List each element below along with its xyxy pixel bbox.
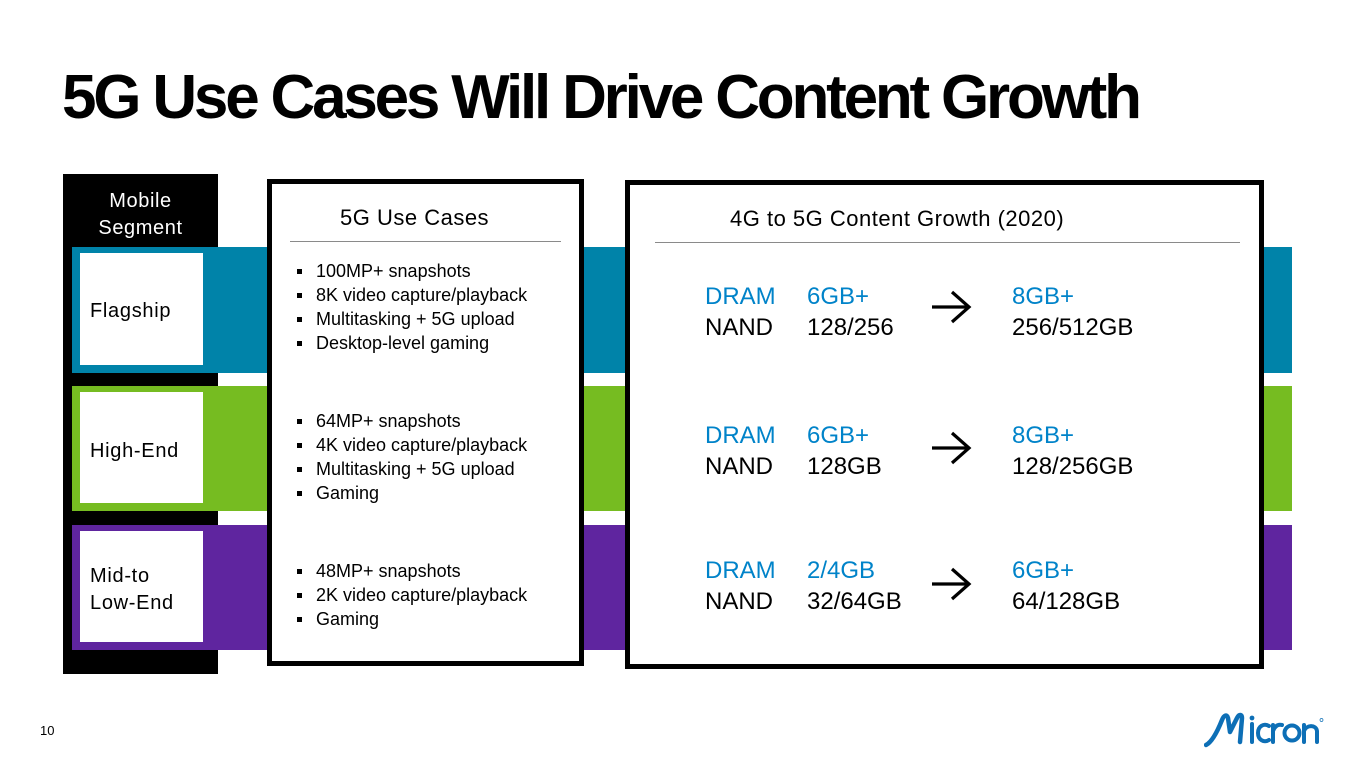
- list-item: 64MP+ snapshots: [296, 409, 527, 433]
- segment-high-end: [72, 386, 218, 511]
- content-growth-title: 4G to 5G Content Growth (2020): [730, 206, 1065, 231]
- slide-title: 5G Use Cases Will Drive Content Growth: [62, 63, 1142, 132]
- dram-from: 6GB+: [807, 283, 870, 310]
- nand-label: NAND: [705, 453, 774, 480]
- right-arrow-icon: [932, 431, 972, 465]
- segment-card: [80, 531, 203, 642]
- segment-label-high-end: High-End: [90, 440, 179, 462]
- nand-from: 32/64GB: [807, 588, 902, 615]
- segment-label-flagship: Flagship: [90, 300, 172, 322]
- list-item: 100MP+ snapshots: [296, 259, 527, 283]
- micron-logo: [1204, 712, 1324, 748]
- list-item: 48MP+ snapshots: [296, 559, 527, 583]
- content-growth-row-flagship: DRAM 6GB+ 8GB+ NAND 128/256 256/512GB: [0, 281, 1365, 343]
- content-growth-row-mid-low: DRAM 2/4GB 6GB+ NAND 32/64GB 64/128GB: [0, 555, 1365, 617]
- dram-label: DRAM: [705, 422, 776, 449]
- list-item: 2K video capture/playback: [296, 583, 527, 607]
- segment-flagship: [72, 247, 218, 373]
- list-item: Multitasking + 5G upload: [296, 307, 527, 331]
- list-item: 4K video capture/playback: [296, 433, 527, 457]
- nand-to: 64/128GB: [1012, 588, 1121, 615]
- nand-from: 128GB: [807, 453, 882, 480]
- dram-label: DRAM: [705, 283, 776, 310]
- dram-to: 6GB+: [1012, 557, 1075, 584]
- right-arrow-icon: [932, 290, 972, 324]
- nand-label: NAND: [705, 314, 774, 341]
- nand-to: 128/256GB: [1012, 453, 1134, 480]
- use-cases-mid-low-list: 48MP+ snapshots 2K video capture/playbac…: [296, 559, 527, 631]
- dram-to: 8GB+: [1012, 422, 1075, 449]
- use-cases-title: 5G Use Cases: [340, 205, 490, 230]
- nand-from: 128/256: [807, 314, 894, 341]
- page-number: 10: [40, 723, 55, 738]
- list-item: Gaming: [296, 481, 527, 505]
- dram-label: DRAM: [705, 557, 776, 584]
- use-cases-high-end-list: 64MP+ snapshots 4K video capture/playbac…: [296, 409, 527, 505]
- use-cases-flagship-list: 100MP+ snapshots 8K video capture/playba…: [296, 259, 527, 355]
- list-item: Desktop-level gaming: [296, 331, 527, 355]
- list-item: Gaming: [296, 607, 527, 631]
- right-arrow-icon: [932, 567, 972, 601]
- segment-mid-low: [72, 525, 218, 650]
- dram-to: 8GB+: [1012, 283, 1075, 310]
- use-cases-divider: [290, 241, 561, 242]
- dram-from: 2/4GB: [807, 557, 876, 584]
- list-item: Multitasking + 5G upload: [296, 457, 527, 481]
- segment-card: [80, 253, 203, 365]
- content-growth-panel: [625, 180, 1264, 669]
- nand-label: NAND: [705, 588, 774, 615]
- nand-to: 256/512GB: [1012, 314, 1134, 341]
- content-growth-divider: [655, 242, 1240, 243]
- list-item: 8K video capture/playback: [296, 283, 527, 307]
- segment-header: Mobile Segment: [98, 190, 183, 239]
- dram-from: 6GB+: [807, 422, 870, 449]
- segment-label-mid-low: Mid-to Low-End: [90, 565, 174, 614]
- use-cases-panel: [267, 179, 584, 666]
- segment-card: [80, 392, 203, 503]
- content-growth-row-high-end: DRAM 6GB+ 8GB+ NAND 128GB 128/256GB: [0, 420, 1365, 482]
